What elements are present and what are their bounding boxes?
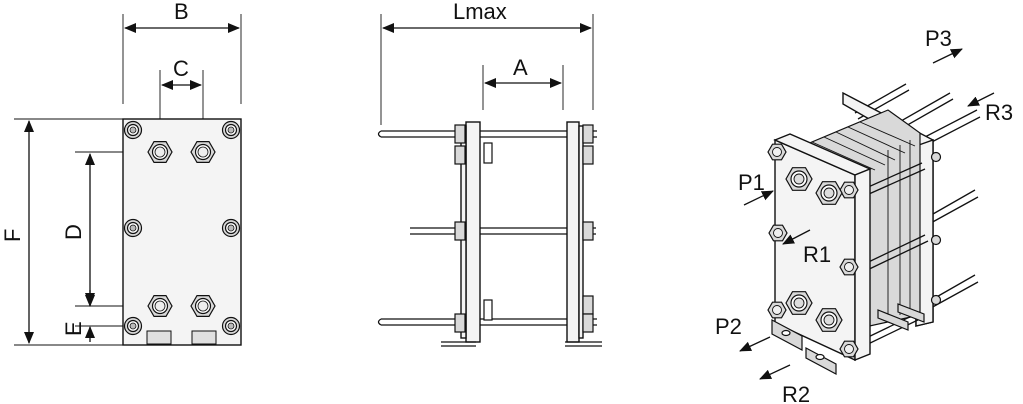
flow-arrow-p2 [739, 336, 771, 352]
flow-arrow-p1 [743, 190, 774, 206]
label-r1: R1 [803, 242, 831, 267]
label-r2: R2 [782, 382, 810, 404]
label-e: E [61, 321, 86, 336]
flow-arrow-r2 [759, 364, 791, 380]
front-frame-plate [122, 118, 242, 346]
port-p1-connection [785, 167, 813, 191]
label-d: D [61, 224, 86, 240]
port-bottom-right [190, 295, 216, 317]
label-lmax: Lmax [453, 0, 507, 24]
label-c: C [173, 56, 189, 81]
flow-arrow-p3 [932, 48, 963, 64]
port-top-left [147, 141, 173, 163]
port-p3-connection [815, 181, 843, 205]
label-p3: P3 [925, 26, 952, 51]
front-view: B C F D E [0, 0, 242, 346]
port-bottom-left [147, 295, 173, 317]
label-f: F [0, 229, 25, 242]
label-p1: P1 [738, 170, 765, 195]
port-r2-connection [815, 308, 843, 332]
label-r3: R3 [985, 100, 1013, 125]
isometric-view: P3 R3 P1 R1 P2 R2 [715, 26, 1013, 404]
flow-arrow-r1 [782, 229, 811, 245]
label-a: A [513, 55, 528, 80]
port-top-right [190, 141, 216, 163]
flow-arrow-r3 [967, 92, 995, 107]
label-p2: P2 [715, 314, 742, 339]
port-p2-connection [785, 291, 813, 315]
label-b: B [174, 0, 189, 24]
side-view: Lmax A [377, 0, 602, 347]
